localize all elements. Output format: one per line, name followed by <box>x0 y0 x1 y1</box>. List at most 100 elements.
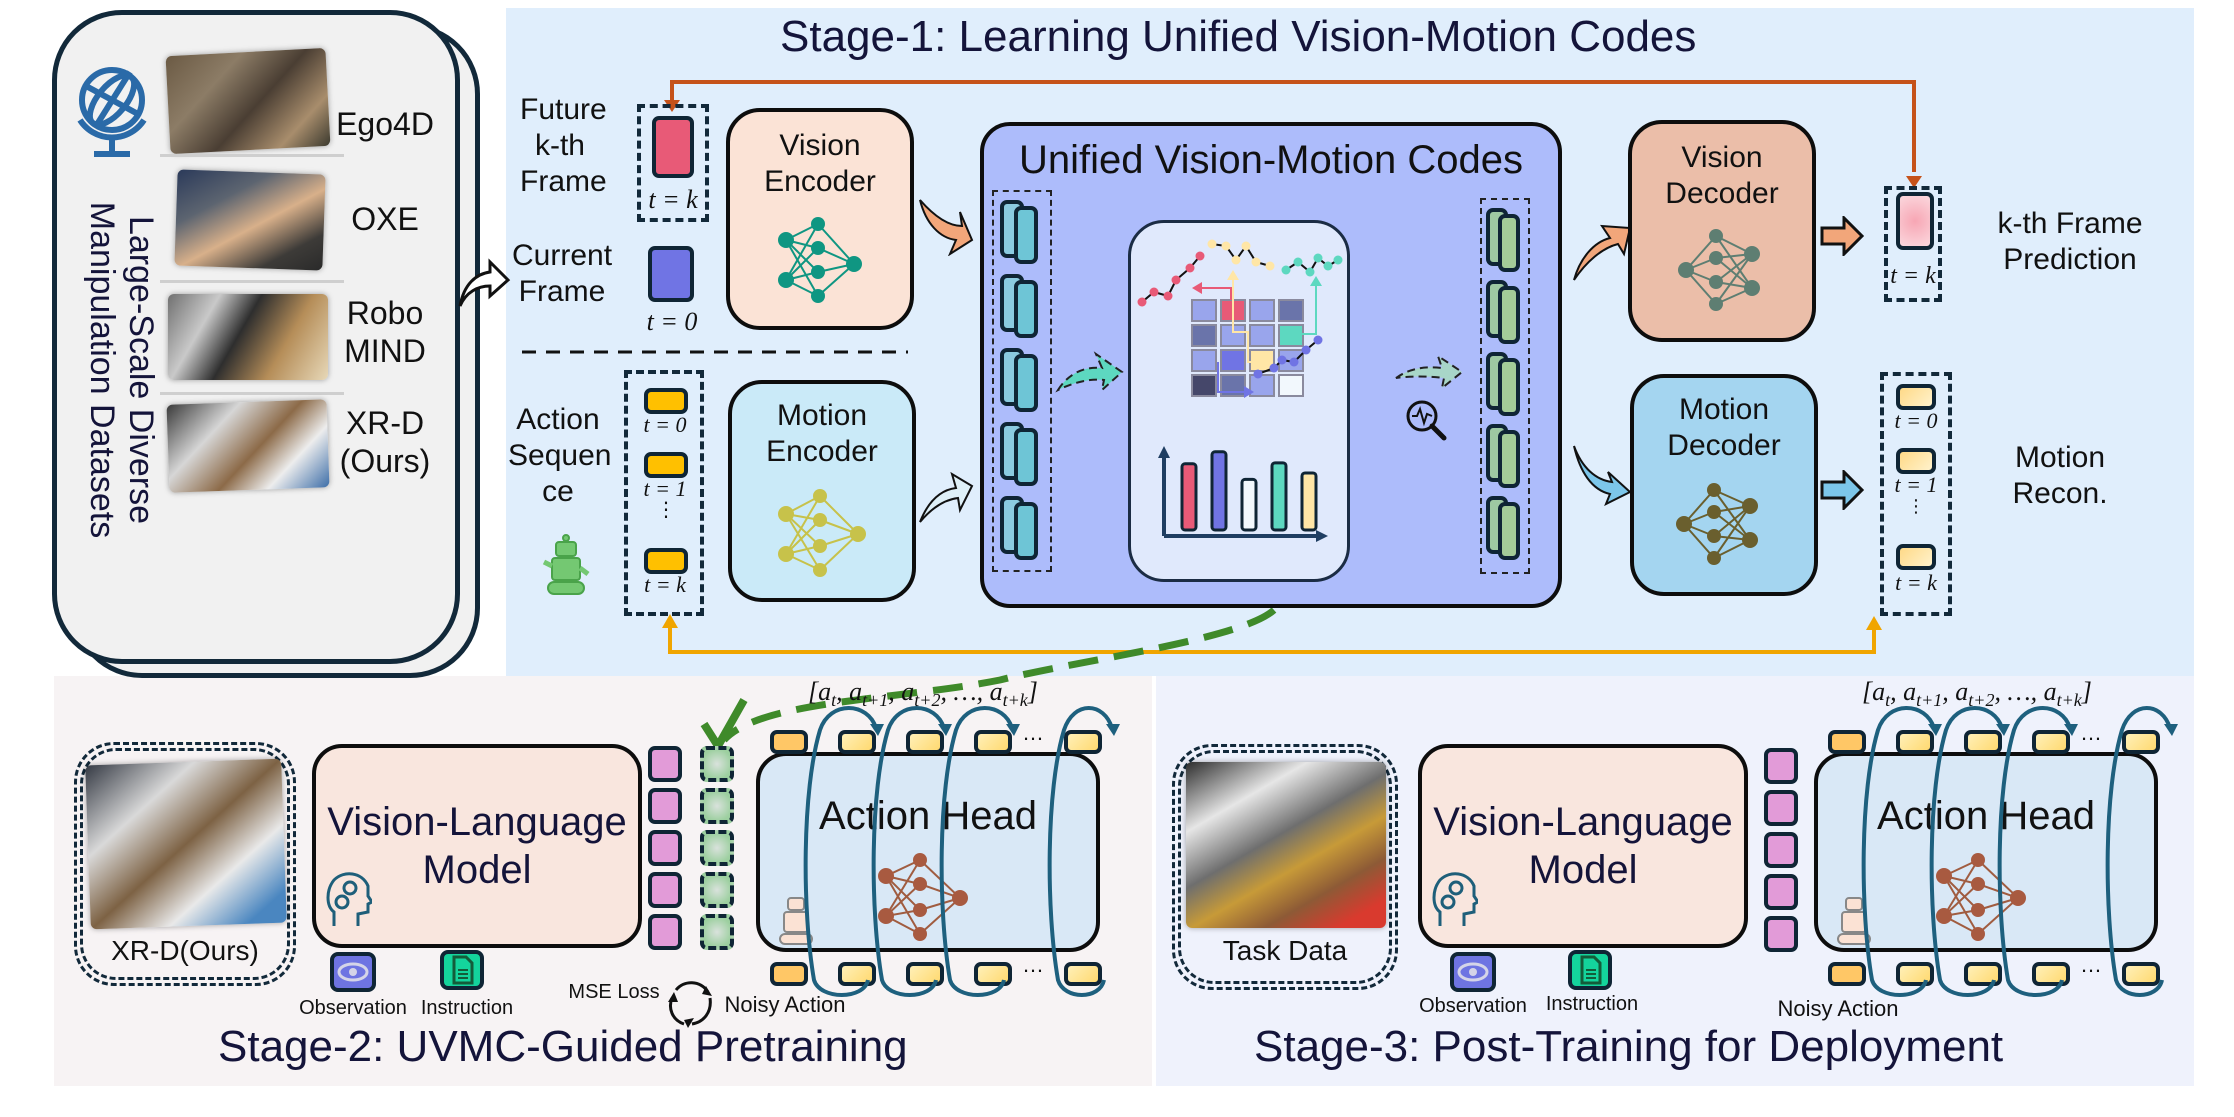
action-subscript: t+1 <box>1916 690 1943 711</box>
arrowhead <box>1310 276 1322 286</box>
stage2-vlm-tokens <box>648 746 684 962</box>
codebook-entry <box>1249 324 1275 347</box>
stage2-output-actions: … <box>770 720 1110 756</box>
unified-code-token <box>700 830 734 866</box>
action-token <box>644 548 688 574</box>
codebook-entry <box>1249 299 1275 322</box>
encoded-token <box>1014 354 1038 412</box>
trajectory-yellow-point <box>1265 261 1275 271</box>
stage2-denoise-loops <box>803 706 1120 997</box>
action-symbol: at+2 <box>1955 677 1995 711</box>
stage3-action-head: Action Head <box>1814 752 2158 952</box>
motion-decoder-label: Motion Decoder <box>1634 392 1814 464</box>
vlm-output-token <box>1764 748 1798 784</box>
stage3-noisy-actions: … <box>1828 952 2168 988</box>
robomind-line2: MIND <box>344 333 426 370</box>
datasets-title: Large-Scale Diverse Manipulation Dataset… <box>60 170 160 570</box>
right-arrow-icon <box>1820 216 1864 256</box>
codebook-illustration <box>1137 239 1343 542</box>
action-sequence-bracket <box>624 370 704 616</box>
encoded-token-stack <box>992 190 1052 572</box>
stage3-data-label: Task Data <box>1222 935 1348 966</box>
denoise-loop-arrow <box>939 706 1014 997</box>
motion-decoder-line2: Decoder <box>1667 429 1781 462</box>
vision-encoder: Vision Encoder <box>726 108 914 330</box>
predicted-action-token <box>1828 730 1866 754</box>
denoise-loop-arrow <box>803 706 878 997</box>
future-frame-bracket <box>637 104 709 222</box>
motion-decoder-line1: Motion <box>1678 393 1770 426</box>
datasets-title-line1: Large-Scale Diverse <box>122 215 160 525</box>
unified-code-token <box>700 788 734 824</box>
motion-encoder-line2: Encoder <box>766 435 878 468</box>
observation-eye-icon <box>330 952 376 992</box>
codebook-entry <box>1191 349 1217 372</box>
motion-encoder-line1: Motion <box>776 399 868 432</box>
vision-decoder-line2: Decoder <box>1665 177 1779 210</box>
frame-prediction-line2: Prediction <box>2003 243 2137 276</box>
action-symbol: at+k <box>989 677 1028 711</box>
stage3-data-frame <box>1172 744 1398 990</box>
neural-network-icon <box>1676 483 1758 565</box>
predicted-action-token <box>2122 730 2160 754</box>
neural-network-icon <box>778 217 862 303</box>
histogram-bar <box>1270 461 1288 532</box>
divider <box>160 392 344 395</box>
trajectory-blue-point <box>1253 369 1263 379</box>
noisy-action-token <box>770 962 808 986</box>
action-sequence-text: [at, at+1, at+2, …, at+k] <box>1862 677 2092 711</box>
vlm-line1: Vision-Language <box>327 800 627 844</box>
trajectory-teal-point <box>1323 261 1333 271</box>
unified-code-token <box>700 914 734 950</box>
action-symbol: at+k <box>2043 677 2082 711</box>
stage2-data-frame-inner <box>80 748 290 980</box>
encoded-token <box>1014 206 1038 264</box>
prediction-bracket <box>1884 186 1942 302</box>
quantized-token <box>1498 214 1520 272</box>
ellipsis: ⋮ <box>656 499 676 521</box>
from-codebook-arrow <box>1395 353 1464 391</box>
xrd-line1: XR-D <box>345 405 425 441</box>
quantized-token-stack <box>1480 198 1530 574</box>
trajectory-yellow-point <box>1251 257 1261 267</box>
action-subscript: t <box>1885 690 1891 711</box>
recon-action-token <box>1896 448 1936 474</box>
vlm-output-token <box>648 746 682 782</box>
trajectory-yellow-path <box>1211 243 1271 267</box>
trajectory-teal-point <box>1333 255 1343 265</box>
trajectory-red-point <box>1163 291 1173 301</box>
stage3-action-head-label: Action Head <box>1877 794 2095 838</box>
neural-network-icon <box>1678 229 1760 311</box>
vlm-output-token <box>1764 832 1798 868</box>
arrowhead <box>2064 724 2078 736</box>
future-line1: Future <box>520 93 607 126</box>
codes-to-motion-decoder-arrow <box>1573 445 1632 506</box>
instruction-label: Instruction <box>1545 993 1639 1015</box>
action-time: t = 1 <box>643 476 687 501</box>
denoise-loop-arrow <box>1929 706 2004 997</box>
histogram-bar <box>1210 450 1228 532</box>
motion-recon-bracket <box>1880 372 1952 616</box>
trajectory-red-point <box>1195 251 1205 261</box>
mse-loss-label: MSE Loss <box>568 981 660 1003</box>
vision-decoder-line1: Vision <box>1681 141 1763 174</box>
recon-action-token <box>1896 544 1936 570</box>
oxe-image <box>174 169 326 271</box>
stage2-code-tokens <box>700 746 736 962</box>
vlm-line1: Vision-Language <box>1433 800 1733 844</box>
trajectory-teal-point <box>1293 257 1303 267</box>
trajectory-teal-point <box>1305 267 1315 277</box>
dataset-label-ego4d: Ego4D <box>336 106 434 142</box>
denoise-loop-arrow <box>1047 706 1114 997</box>
stage3-data-frame-inner <box>1178 750 1392 984</box>
trajectory-yellow-point <box>1241 241 1251 251</box>
observation-eye-icon <box>1450 952 1496 992</box>
unified-codes-title: Unified Vision-Motion Codes <box>1019 138 1523 182</box>
stage2-noisy-actions: … <box>770 952 1110 988</box>
arrowhead <box>1928 724 1942 736</box>
action-symbol: at <box>1872 677 1891 711</box>
stage2-action-head-label: Action Head <box>819 794 1037 838</box>
search-signal-icon <box>1406 400 1447 441</box>
stage2-action-sequence: [at, at+1, at+2, …, at+k] <box>808 676 1128 716</box>
arrowhead <box>870 724 884 736</box>
